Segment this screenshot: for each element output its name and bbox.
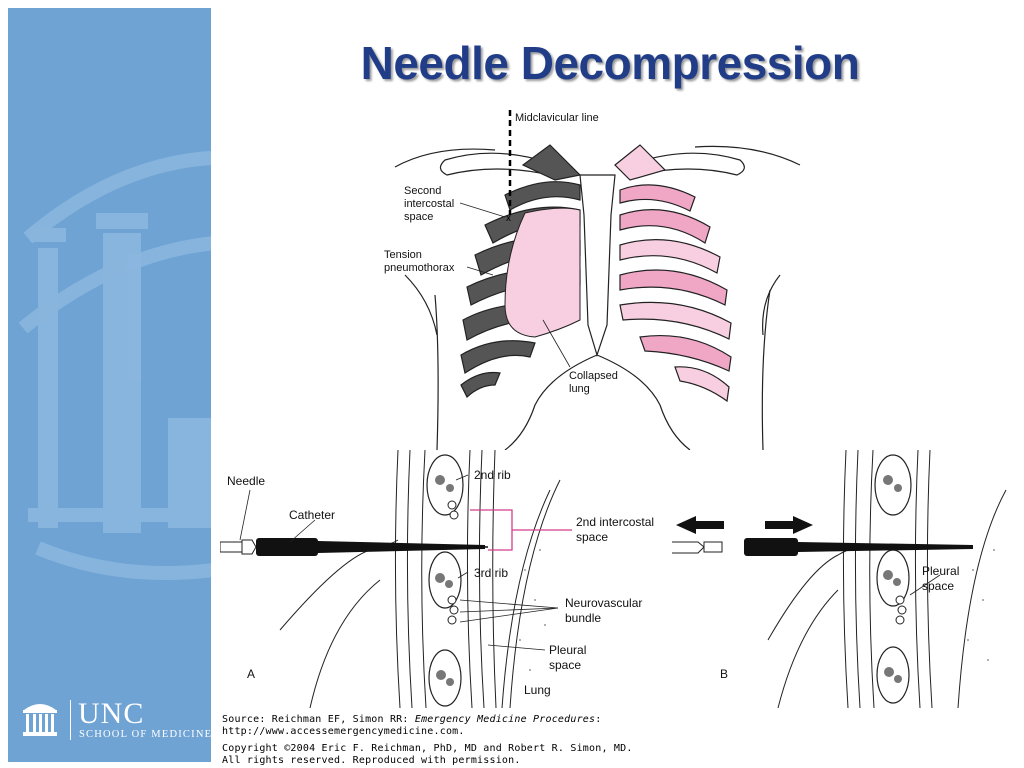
needle-label: Needle: [227, 474, 266, 488]
midclavicular-line-label: Midclavicular line: [515, 112, 599, 124]
catheter-label: Catheter: [289, 508, 336, 522]
source-suffix: :: [595, 714, 602, 725]
old-well-icon: [23, 704, 57, 736]
rights-line: All rights reserved. Reproduced with per…: [222, 755, 521, 766]
tension-pneumothorax-label-line1: Tension: [384, 249, 422, 261]
panel-a-needle-insertion-diagram: [220, 450, 572, 708]
collapsed-lung-label-line1: Collapsed: [569, 370, 618, 382]
neurovascular-bundle-label-line1: Neurovascular: [565, 596, 643, 610]
panel-b-catheter-placement-diagram: [672, 450, 1007, 708]
right-arrow-icon: [765, 516, 813, 534]
logo-subtitle: SCHOOL OF MEDICINE: [79, 729, 211, 740]
collapsed-lung-label-line2: lung: [569, 383, 590, 395]
neurovascular-bundle-label-line2: bundle: [565, 611, 602, 625]
sidebar-panel: UNC SCHOOL OF MEDICINE: [8, 8, 211, 762]
tension-pneumothorax-label-line2: pneumothorax: [384, 262, 455, 274]
source-line: Source: Reichman EF, Simon RR: Emergency…: [222, 714, 601, 725]
copyright-line: Copyright ©2004 Eric F. Reichman, PhD, M…: [222, 743, 633, 754]
insertion-marker: x: [506, 213, 511, 224]
lung-label: Lung: [524, 683, 551, 697]
left-arrow-icon: [676, 516, 724, 534]
intercostal-space-label-line2: space: [576, 530, 609, 544]
pleural-space-label-b-line1: Pleural: [922, 564, 960, 578]
second-rib-label: 2nd rib: [474, 468, 511, 482]
chest-ribcage-diagram: x: [394, 110, 801, 450]
logo-name: UNC: [78, 697, 145, 730]
second-intercostal-label-line3: space: [404, 211, 434, 223]
slide-title: Needle Decompression: [360, 37, 860, 89]
sidebar-watermark: [18, 150, 211, 580]
third-rib-label: 3rd rib: [474, 566, 509, 580]
second-intercostal-label-line1: Second: [404, 185, 442, 197]
source-prefix: Source: Reichman EF, Simon RR:: [222, 714, 415, 725]
panel-a-letter: A: [247, 667, 256, 681]
source-title: Emergency Medicine Procedures: [414, 714, 596, 725]
pleural-space-label-a-line1: Pleural: [549, 643, 587, 657]
logo-divider: [70, 700, 71, 740]
pleural-space-label-b-line2: space: [922, 579, 955, 593]
unc-logo: UNC SCHOOL OF MEDICINE: [22, 697, 211, 744]
second-intercostal-label-line2: intercostal: [404, 198, 455, 210]
panel-b-letter: B: [720, 667, 729, 681]
intercostal-space-label-line1: 2nd intercostal: [576, 515, 655, 529]
source-url: http://www.accessemergencymedicine.com.: [222, 726, 465, 737]
pleural-space-label-a-line2: space: [549, 658, 582, 672]
